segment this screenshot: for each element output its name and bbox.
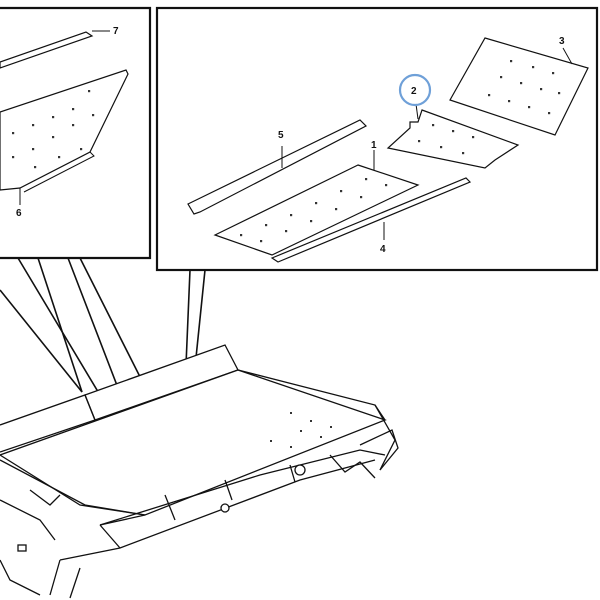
highlight-circle	[398, 73, 432, 107]
label-2: 2	[411, 86, 417, 97]
left-detail-frame	[0, 6, 152, 260]
label-1: 1	[371, 140, 377, 151]
label-3: 3	[559, 36, 565, 47]
part-4-strip: 4	[270, 177, 472, 263]
callout-frames	[0, 6, 599, 272]
label-5: 5	[278, 130, 284, 141]
part-7-strip: 7	[0, 26, 119, 69]
label-7: 7	[113, 26, 119, 37]
label-6: 6	[16, 208, 22, 219]
body-bolts	[270, 412, 332, 448]
part-5-strip: 5	[187, 119, 368, 215]
part-1-floor-plate: 1	[213, 140, 420, 256]
dump-body	[0, 344, 399, 599]
part-6-side-plate: 6	[0, 69, 129, 219]
part-2-floor-plate: 2	[386, 73, 520, 169]
right-detail-frame	[155, 6, 599, 272]
label-4: 4	[380, 244, 386, 255]
part-3-floor-plate: 3	[449, 36, 589, 136]
